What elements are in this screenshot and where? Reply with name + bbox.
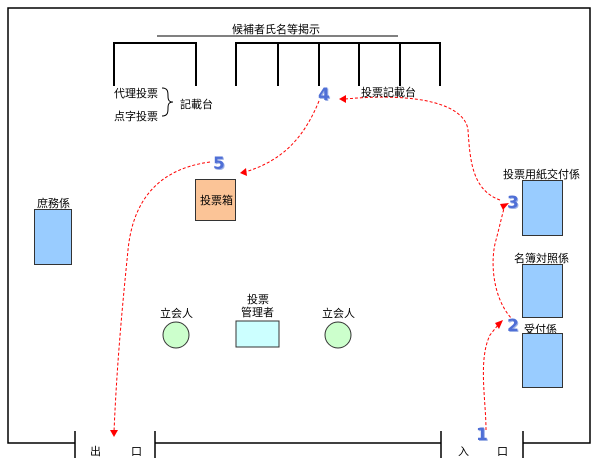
braille-voting-label: 点字投票 bbox=[114, 110, 158, 123]
exit-label-1: 出 bbox=[90, 445, 101, 458]
manager-label-line1: 投票 bbox=[247, 293, 269, 306]
ballot-paper-desk bbox=[522, 180, 563, 236]
brace bbox=[161, 87, 174, 117]
observer-left-label: 立会人 bbox=[160, 307, 193, 320]
booth-dividers bbox=[113, 42, 441, 86]
ballot-box: 投票箱 bbox=[195, 179, 236, 221]
ballot-paper-label: 投票用紙交付係 bbox=[503, 168, 580, 181]
general-affairs-desk bbox=[34, 209, 72, 265]
voting-desk-label: 投票記載台 bbox=[361, 86, 416, 99]
ballot-box-label: 投票箱 bbox=[200, 194, 233, 207]
reception-desk bbox=[522, 333, 563, 388]
observer-right-label: 立会人 bbox=[322, 307, 355, 320]
register-check-desk bbox=[522, 264, 563, 318]
step-4-number: 4 bbox=[318, 85, 330, 105]
reception-label: 受付係 bbox=[524, 323, 557, 336]
manager-desk bbox=[235, 320, 280, 348]
step-3-number: 3 bbox=[507, 193, 519, 213]
step-5-number: 5 bbox=[213, 154, 225, 174]
general-affairs-label: 庶務係 bbox=[37, 197, 70, 210]
step-1-number: 1 bbox=[476, 425, 488, 445]
exit-label-2: 口 bbox=[131, 445, 142, 458]
voting-route bbox=[113, 96, 515, 433]
candidate-board-title: 候補者氏名等掲示 bbox=[232, 23, 320, 36]
observer-left-seat bbox=[162, 321, 190, 349]
manager-label-line2: 管理者 bbox=[241, 306, 274, 319]
entrance-label-1: 入 bbox=[458, 445, 469, 458]
shared-desk-label: 記載台 bbox=[180, 98, 213, 111]
entrance-label-2: 口 bbox=[497, 445, 508, 458]
proxy-voting-label: 代理投票 bbox=[114, 87, 158, 100]
register-check-label: 名簿対照係 bbox=[514, 252, 569, 265]
room-walls bbox=[7, 7, 591, 458]
step-2-number: 2 bbox=[507, 316, 519, 336]
observer-right-seat bbox=[324, 321, 352, 349]
route-arrowheads bbox=[110, 95, 509, 437]
